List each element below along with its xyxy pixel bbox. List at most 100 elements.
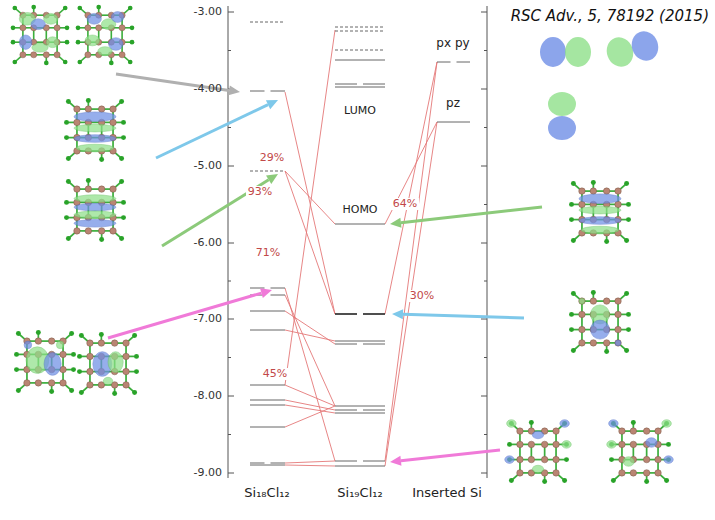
orbital-lobe [74, 203, 116, 211]
cluster-picture [77, 332, 139, 396]
orbital-lobe [19, 35, 32, 49]
axis-tick [481, 473, 487, 474]
si-atom [579, 188, 585, 194]
cl-atom [571, 238, 576, 243]
column-label: Si₁₉Cl₁₂ [337, 486, 382, 501]
axis-tick [228, 166, 234, 167]
axis-value: -8.00 [194, 390, 222, 403]
cl-atom [71, 367, 76, 372]
si-atom [96, 25, 102, 31]
cl-atom [77, 6, 82, 11]
energy-level [363, 410, 385, 411]
cl-atom [631, 420, 636, 425]
cl-atom [11, 25, 16, 30]
cl-atom [64, 215, 69, 220]
cl-atom [66, 236, 71, 241]
si-atom [619, 441, 625, 447]
correlation-line [385, 62, 437, 461]
si-atom [553, 456, 559, 462]
correlation-line [285, 30, 335, 385]
energy-level [250, 330, 285, 331]
cluster-picture [64, 178, 126, 242]
axis-tick [484, 127, 487, 128]
si-atom [579, 201, 585, 207]
energy-level [335, 341, 385, 342]
orbital-lobe [609, 420, 619, 428]
axis-tick [484, 281, 487, 282]
si-atom [579, 326, 585, 332]
correlation-line [285, 400, 335, 410]
level-label: px py [434, 37, 471, 51]
si-atom [553, 441, 559, 447]
orbital-lobe [560, 420, 570, 428]
si-atom [579, 298, 585, 304]
level-label: HOMO [340, 204, 379, 217]
correlation-line [285, 171, 335, 224]
pointer-arrow [401, 450, 500, 461]
cl-atom [134, 369, 139, 374]
si-atom [590, 298, 596, 304]
orbital-lobe [44, 353, 61, 376]
percent-label: 30% [408, 290, 436, 303]
cl-atom [626, 312, 631, 317]
orbital-lobe [532, 465, 543, 473]
cl-atom [569, 202, 574, 207]
cl-atom [119, 179, 124, 184]
axis-value: -6.00 [194, 237, 222, 250]
si-atom [43, 52, 49, 58]
energy-level [363, 461, 385, 462]
orbital-lobe [507, 420, 517, 428]
orbital-lobe [56, 341, 64, 349]
cl-atom [109, 61, 114, 66]
correlation-line [385, 122, 437, 466]
energy-level [335, 60, 385, 61]
energy-level [250, 171, 285, 172]
cl-atom [569, 327, 574, 332]
cl-atom [569, 217, 574, 222]
energy-level [250, 465, 285, 466]
si-atom [87, 340, 93, 346]
cl-atom [16, 331, 21, 336]
si-atom [590, 188, 596, 194]
citation: RSC Adv., 5, 78192 (2015) [511, 8, 709, 25]
cl-atom [569, 312, 574, 317]
si-atom [85, 186, 91, 192]
arrow-head [390, 218, 401, 228]
si-atom [74, 119, 80, 125]
si-atom [110, 119, 116, 125]
cl-atom [666, 442, 671, 447]
si-atom [630, 428, 636, 434]
cl-atom [664, 478, 669, 483]
axis-tick [481, 396, 487, 397]
cluster-picture [569, 290, 631, 354]
orbital-lobe [74, 135, 116, 143]
si-atom [517, 441, 523, 447]
correlation-line [285, 288, 335, 461]
axis-tick [481, 12, 487, 13]
axis-value: -3.00 [194, 6, 222, 19]
si-atom [85, 106, 91, 112]
orbital-lobe [591, 320, 610, 339]
energy-level [335, 27, 385, 28]
si-atom [528, 456, 534, 462]
axis-tick [481, 166, 487, 167]
si-atom [110, 106, 116, 112]
energy-level [335, 87, 385, 88]
si-atom [119, 25, 125, 31]
correlation-line [285, 461, 335, 463]
cl-atom [64, 135, 69, 140]
cl-atom [542, 479, 547, 484]
cl-atom [624, 181, 629, 186]
cl-atom [76, 40, 81, 45]
cl-atom [119, 99, 124, 104]
arrow-head [266, 100, 278, 109]
correlation-line [385, 62, 437, 314]
cl-atom [121, 200, 126, 205]
si-atom [24, 380, 30, 386]
cl-atom [134, 354, 139, 359]
si-atom [517, 470, 523, 476]
si-atom [579, 311, 585, 317]
cl-atom [86, 178, 91, 183]
si-atom [528, 441, 534, 447]
